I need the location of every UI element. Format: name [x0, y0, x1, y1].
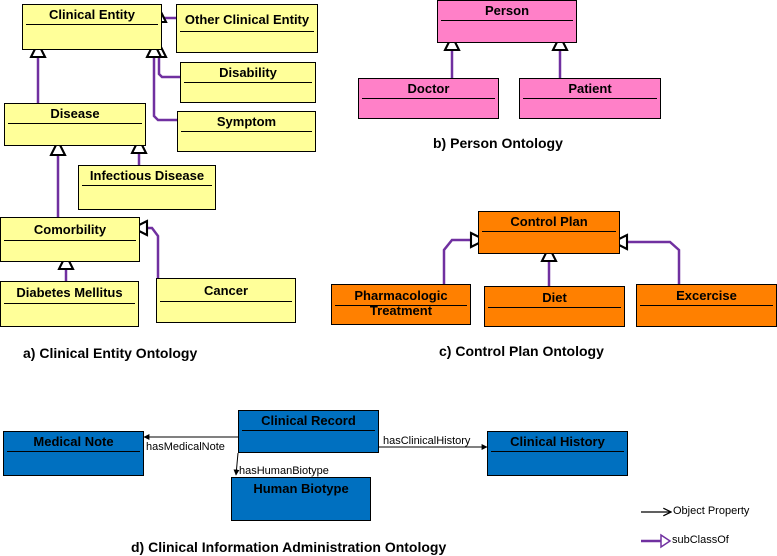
- class-divider: [4, 240, 136, 241]
- class-divider: [82, 185, 212, 186]
- class-divider: [4, 303, 135, 304]
- class-divider: [488, 307, 621, 308]
- class-divider: [180, 31, 314, 32]
- class-cancer[interactable]: Cancer: [156, 278, 296, 323]
- class-doctor[interactable]: Doctor: [358, 78, 499, 119]
- property-line-has-human-biotype: [233, 452, 240, 476]
- class-divider: [335, 305, 467, 306]
- class-label: Pharmacologic Treatment: [354, 288, 448, 318]
- subclass-line-pharmacologic: [442, 240, 478, 284]
- class-label: Disease: [50, 106, 100, 121]
- caption-control-plan-ontology: c) Control Plan Ontology: [439, 343, 604, 359]
- class-label: Diet: [542, 290, 567, 305]
- class-control-plan[interactable]: Control Plan: [478, 211, 620, 254]
- class-label: Doctor: [407, 81, 450, 96]
- caption-clinical-information-administration-ontology: d) Clinical Information Administration O…: [131, 539, 447, 555]
- class-clinical-record[interactable]: Clinical Record: [238, 410, 379, 453]
- caption-clinical-entity-ontology: a) Clinical Entity Ontology: [23, 345, 198, 361]
- class-diabetes-mellitus[interactable]: Diabetes Mellitus: [0, 281, 139, 327]
- subclass-line-symptom: [154, 50, 177, 122]
- legend-subclass-of-label: subClassOf: [672, 534, 729, 546]
- subclass-line-disability: [159, 50, 180, 79]
- class-human-biotype[interactable]: Human Biotype: [231, 477, 371, 521]
- class-label: Comorbility: [33, 222, 107, 237]
- class-divider: [362, 98, 495, 99]
- class-divider: [181, 131, 312, 132]
- class-infectious-disease[interactable]: Infectious Disease: [78, 165, 216, 210]
- class-divider: [482, 231, 616, 232]
- class-label: Other Clinical Entity: [184, 12, 310, 27]
- property-label-has-medical-note: hasMedicalNote: [146, 441, 225, 453]
- class-label: Cancer: [203, 283, 249, 298]
- class-medical-note[interactable]: Medical Note: [3, 431, 144, 476]
- class-label: Clinical Record: [261, 413, 356, 428]
- property-label-has-clinical-history: hasClinicalHistory: [383, 435, 471, 447]
- class-label: Clinical History: [510, 434, 605, 449]
- class-clinical-entity[interactable]: Clinical Entity: [22, 4, 162, 50]
- class-divider: [523, 98, 657, 99]
- class-symptom[interactable]: Symptom: [177, 111, 316, 152]
- class-divider: [26, 24, 158, 25]
- class-label: Disability: [219, 65, 277, 80]
- class-divider: [160, 301, 292, 302]
- class-label: Control Plan: [510, 214, 588, 229]
- subclass-line-excercise: [620, 242, 681, 284]
- class-divider: [7, 451, 140, 452]
- class-divider: [8, 123, 142, 124]
- class-divider: [441, 20, 573, 21]
- class-divider: [184, 82, 312, 83]
- legend-object-property-label: Object Property: [673, 505, 750, 517]
- class-label: Medical Note: [33, 434, 114, 449]
- class-excercise[interactable]: Excercise: [636, 284, 777, 327]
- class-label: Symptom: [216, 114, 277, 129]
- class-other-clinical-entity[interactable]: Other Clinical Entity: [176, 4, 318, 53]
- property-label-has-human-biotype: hasHumanBiotype: [239, 465, 329, 477]
- class-divider: [491, 451, 624, 452]
- subclass-line-cancer: [140, 228, 160, 278]
- class-label: Excercise: [676, 288, 737, 303]
- class-divider: [242, 430, 375, 431]
- class-divider: [235, 477, 367, 478]
- caption-person-ontology: b) Person Ontology: [433, 135, 563, 151]
- class-label: Human Biotype: [253, 481, 349, 496]
- class-label: Diabetes Mellitus: [16, 285, 123, 300]
- class-clinical-history[interactable]: Clinical History: [487, 431, 628, 476]
- class-disability[interactable]: Disability: [180, 62, 316, 103]
- class-label: Clinical Entity: [49, 7, 135, 22]
- class-label: Person: [484, 3, 530, 18]
- class-disease[interactable]: Disease: [4, 103, 146, 146]
- class-comorbility[interactable]: Comorbility: [0, 217, 140, 262]
- class-person[interactable]: Person: [437, 0, 577, 43]
- class-patient[interactable]: Patient: [519, 78, 661, 119]
- class-pharmacologic-treatment[interactable]: Pharmacologic Treatment: [331, 284, 471, 325]
- legend-subclass-arrowhead: [660, 533, 672, 549]
- class-diet[interactable]: Diet: [484, 286, 625, 327]
- class-label: Infectious Disease: [89, 168, 205, 183]
- class-divider: [640, 305, 773, 306]
- class-label: Patient: [568, 81, 612, 96]
